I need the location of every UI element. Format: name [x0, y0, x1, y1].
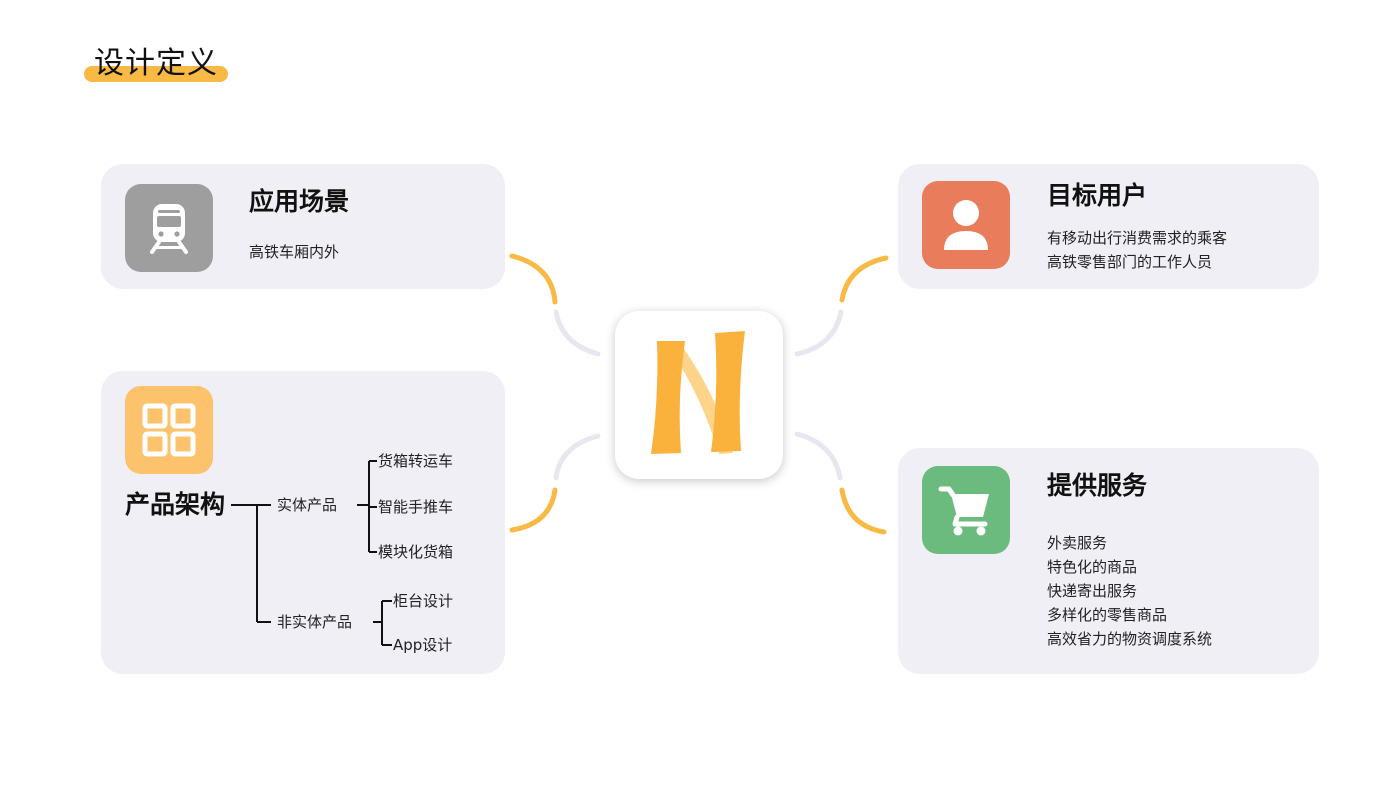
- scene-line: 高铁车厢内外: [249, 243, 340, 261]
- page-title: 设计定义: [94, 46, 218, 81]
- physical-item: 模块化货箱: [378, 543, 454, 561]
- cart-icon: [922, 466, 1010, 554]
- users-line: 有移动出行消费需求的乘客: [1047, 229, 1228, 247]
- grid-icon: [125, 386, 213, 474]
- connector-service-accent: [839, 487, 887, 535]
- connector-service-gray: [794, 431, 843, 481]
- user-icon: [922, 181, 1010, 269]
- nonphysical-item: 柜台设计: [393, 592, 454, 610]
- service-line: 特色化的商品: [1047, 558, 1138, 576]
- service-card: 提供服务 外卖服务 特色化的商品 快递寄出服务 多样化的零售商品 高效省力的物资…: [898, 448, 1319, 674]
- connector-users-gray: [794, 309, 844, 357]
- service-line: 多样化的零售商品: [1047, 606, 1168, 624]
- scene-lines: 高铁车厢内外: [249, 240, 339, 264]
- service-line: 外卖服务: [1047, 534, 1108, 552]
- nonphysical-product-label: 非实体产品: [277, 613, 353, 631]
- connector-scene-gray: [553, 309, 601, 357]
- nonphysical-item: App设计: [393, 636, 453, 654]
- service-title: 提供服务: [1047, 471, 1148, 500]
- service-line: 高效省力的物资调度系统: [1047, 630, 1213, 648]
- title-highlight-bar: [84, 66, 228, 82]
- connector-users-accent: [839, 255, 889, 303]
- physical-item: 货箱转运车: [378, 452, 454, 470]
- physical-product-label: 实体产品: [277, 496, 338, 514]
- connector-scene-accent: [509, 253, 558, 305]
- service-line: 快递寄出服务: [1047, 582, 1138, 600]
- product-title: 产品架构: [125, 490, 226, 519]
- connector-product-gray: [553, 433, 601, 481]
- users-card: 目标用户 有移动出行消费需求的乘客 高铁零售部门的工作人员: [898, 164, 1319, 289]
- center-logo: [615, 311, 783, 479]
- brand-logo-icon: [651, 331, 745, 454]
- physical-item: 智能手推车: [378, 498, 454, 516]
- users-title: 目标用户: [1047, 181, 1148, 210]
- scene-card: 应用场景 高铁车厢内外: [101, 164, 505, 289]
- product-card: 产品架构 实体产品 货箱转运车 智能手推车 模块化货箱 非实体产品 柜台设计 A…: [101, 371, 505, 674]
- connector-product-accent: [509, 487, 558, 533]
- service-lines: 外卖服务 特色化的商品 快递寄出服务 多样化的零售商品 高效省力的物资调度系统: [1047, 531, 1212, 651]
- train-icon: [125, 184, 213, 272]
- users-line: 高铁零售部门的工作人员: [1047, 253, 1213, 271]
- page-title-group: 设计定义: [84, 44, 230, 84]
- scene-title: 应用场景: [249, 187, 350, 216]
- product-tree-lines: [231, 460, 392, 646]
- users-lines: 有移动出行消费需求的乘客 高铁零售部门的工作人员: [1047, 226, 1227, 274]
